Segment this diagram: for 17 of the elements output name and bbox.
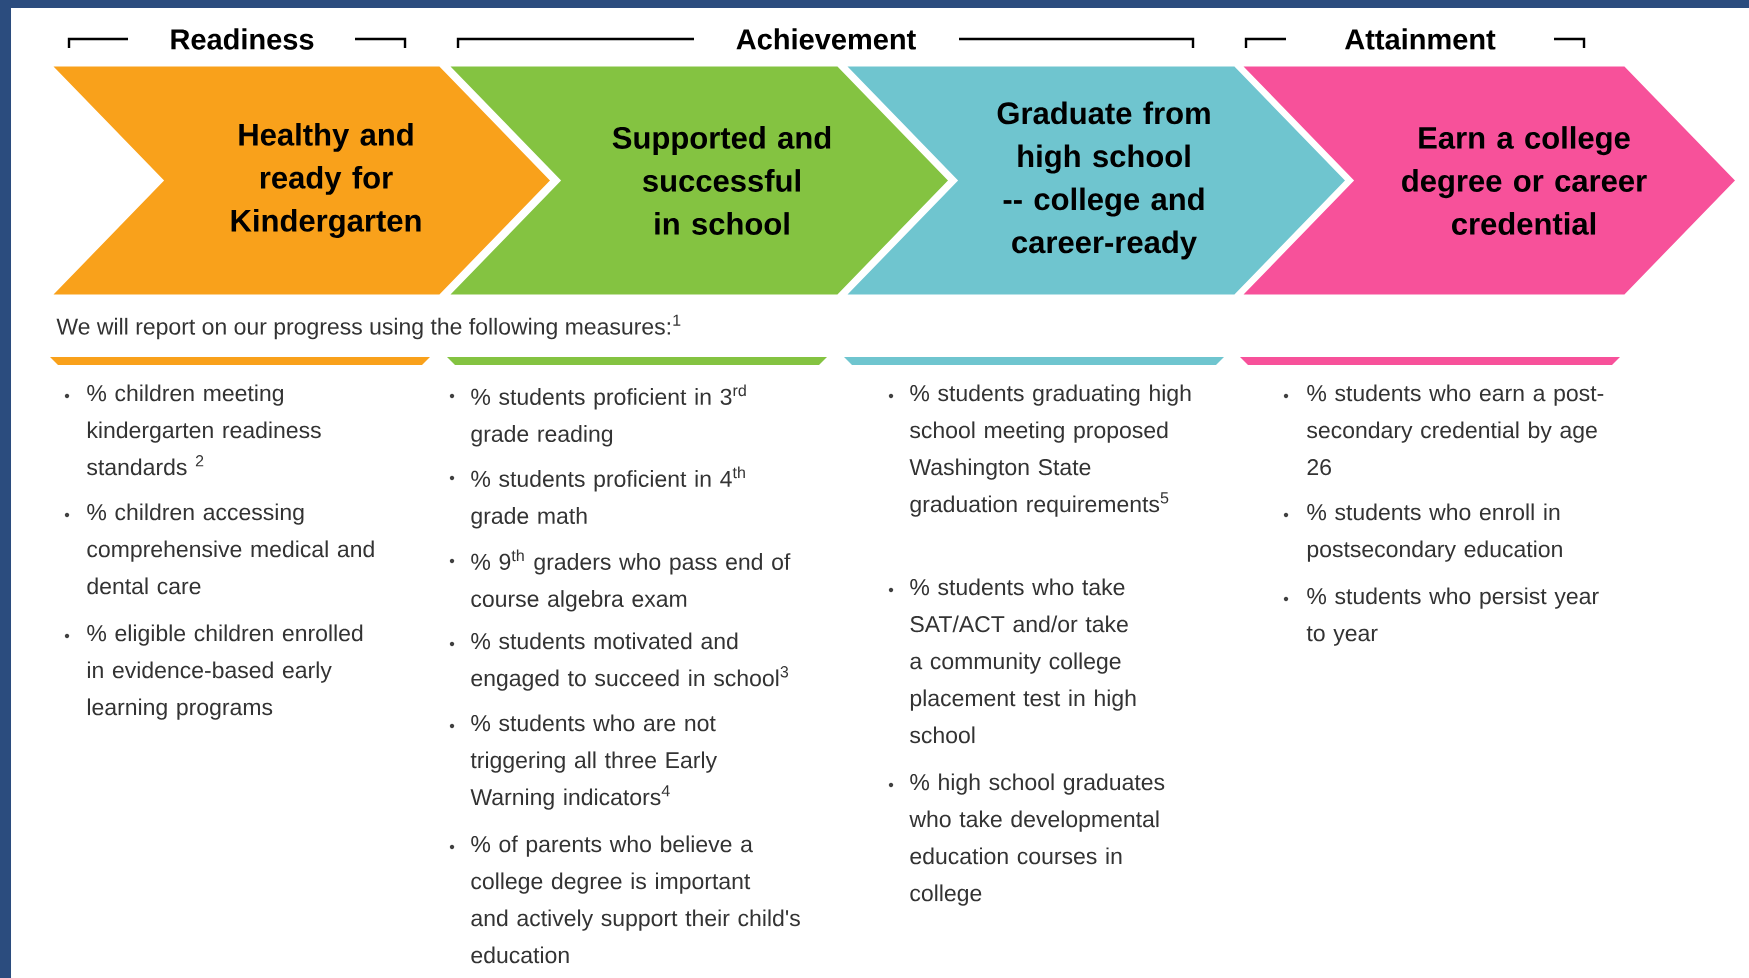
measure-item: % children meeting kindergarten readiness standards $^{2}$ xyxy=(87,384,321,476)
measure-item: % students who persist year to year xyxy=(1306,587,1599,646)
intro-text: We will report on our progress using the following measures:$^{1}$ xyxy=(56,314,681,340)
measure-item: % students who earn a post-secondary credential by age 26 xyxy=(1307,384,1604,476)
measure-item: % students motivated and engaged to succeed in school$^{3}$ xyxy=(471,632,789,691)
section-heading: Achievement xyxy=(736,28,916,50)
measure-item: % 9$^{th}$ graders who pass end of course algebra exam xyxy=(471,549,791,612)
section-heading: Attainment xyxy=(1345,28,1496,50)
measure-item: % children accessing comprehensive medical and dental care xyxy=(87,503,374,595)
measure-item: % students graduating high school meeting proposed Washington State graduation requirements$^{5}$ xyxy=(909,384,1191,517)
measure-item: % students who enroll in postsecondary education xyxy=(1307,503,1562,562)
measure-item: % of parents who believe a college degree is important and actively support their child's education xyxy=(471,835,800,964)
measure-item: % high school graduates who take developmental education courses in college xyxy=(909,773,1165,906)
measure-item: % students who are not triggering all three Early Warning indicators$^{4}$ xyxy=(470,714,717,810)
measure-item: % eligible children enrolled in evidence-based early learning programs xyxy=(87,624,363,720)
measure-item: % students proficient in 3$^{rd}$ grade reading xyxy=(471,384,746,447)
measure-item: % students who take SAT/ACT and/or take a community college placement test in high school xyxy=(910,578,1136,744)
